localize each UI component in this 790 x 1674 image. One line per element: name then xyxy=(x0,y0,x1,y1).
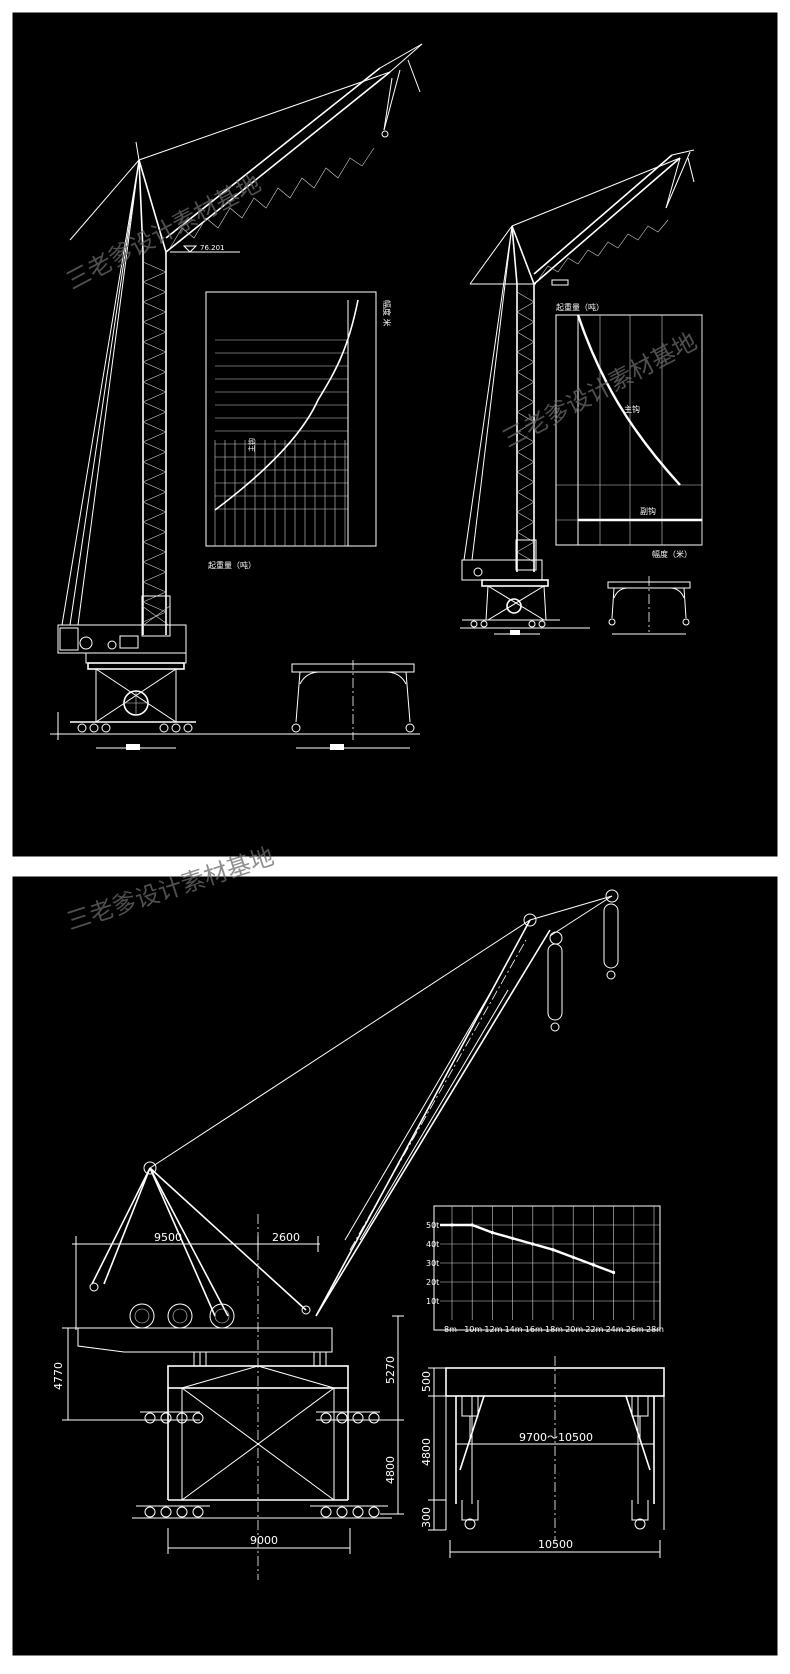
dimensions-front-view: 9500 2600 4770 5270 4800 9000 xyxy=(52,1231,404,1554)
portal-side-view-bottom: 9700～10500 500 4800 300 10500 xyxy=(420,1356,665,1558)
chart-data-point xyxy=(591,1263,596,1267)
chart-x-tick-label: 18m xyxy=(545,1325,563,1334)
portal-frame-front xyxy=(132,1214,392,1580)
top-panel-frame xyxy=(11,11,779,858)
chart-data-point xyxy=(510,1236,515,1240)
right-chart-ylabel: 起重量（吨） xyxy=(556,302,604,312)
dim-10500: 10500 xyxy=(538,1538,573,1551)
main-jib xyxy=(149,889,619,1317)
chart-y-tick-label: 40t xyxy=(426,1240,439,1249)
chart-x-tick-label: 22m xyxy=(585,1325,603,1334)
dim-9500: 9500 xyxy=(154,1231,182,1244)
chart-data-point xyxy=(551,1248,555,1252)
dim-4800-left: 4800 xyxy=(384,1456,397,1484)
right-chart-xlabel: 幅度（米） xyxy=(652,549,692,559)
left-chart-vertical-title: 幅度 米 xyxy=(382,300,392,327)
chart-data-point xyxy=(612,1270,616,1275)
counterweight-arms xyxy=(89,1161,311,1317)
chart-x-tick-label: 10m xyxy=(464,1325,482,1334)
chart-x-tick-label: 8m xyxy=(444,1325,457,1334)
chart-x-tick-label: 12m xyxy=(484,1325,502,1334)
chart-x-tick-label: 28m xyxy=(646,1325,664,1334)
chart-x-tick-label: 20m xyxy=(565,1325,583,1334)
chart-data-point xyxy=(450,1223,454,1227)
chart-data-point xyxy=(490,1231,494,1235)
chart-data-point xyxy=(531,1242,535,1246)
load-chart-right: 起重量（吨） 幅度（米） 主钩 副钩 xyxy=(555,302,703,559)
dim-300: 300 xyxy=(420,1507,433,1528)
top-panel: 76.201 xyxy=(11,11,779,858)
dim-500: 500 xyxy=(420,1371,433,1392)
chart-y-tick-label: 20t xyxy=(426,1278,439,1287)
right-chart-curve-label-main: 主钩 xyxy=(624,404,640,414)
left-chart-curve-label: 主钩 xyxy=(247,438,256,452)
bottom-panel-frame xyxy=(11,875,779,1657)
chart-x-tick-label: 24m xyxy=(606,1325,624,1334)
chart-series-line xyxy=(440,1223,615,1274)
load-chart-left: 主钩 幅度 米 起重量（吨） xyxy=(205,291,392,570)
left-chart-xlabel: 起重量（吨） xyxy=(208,560,256,570)
large-luffing-crane: 76.201 xyxy=(50,43,423,750)
portal-side-view-top-right xyxy=(607,576,691,635)
dim-9000: 9000 xyxy=(250,1534,278,1547)
right-chart-curve-label-aux: 副钩 xyxy=(640,506,656,516)
chart-frame xyxy=(433,1205,661,1331)
chart-data-point xyxy=(470,1223,474,1227)
bottom-panel: 9500 2600 4770 5270 4800 9000 50t 40t 30t 2… xyxy=(11,842,779,1657)
dim-4800-right: 4800 xyxy=(420,1438,433,1466)
chart-y-tick-label: 10t xyxy=(426,1297,439,1306)
chart-y-tick-label: 30t xyxy=(426,1259,439,1268)
dim-2600: 2600 xyxy=(272,1231,300,1244)
dim-gauge: 9700～10500 xyxy=(519,1431,593,1444)
small-luffing-crane xyxy=(460,149,695,635)
dim-4770: 4770 xyxy=(52,1362,65,1390)
chart-x-tick-label: 16m xyxy=(525,1325,543,1334)
chart-x-tick-label: 26m xyxy=(626,1325,644,1334)
elevation-label: 76.201 xyxy=(200,244,225,252)
chart-data-point xyxy=(571,1255,575,1259)
chart-y-ticks: 50t 40t 30t 20t 10t xyxy=(426,1221,439,1306)
portal-side-view-top xyxy=(291,660,415,750)
chart-y-tick-label: 50t xyxy=(426,1221,439,1230)
chart-x-tick-label: 14m xyxy=(505,1325,523,1334)
dim-5270: 5270 xyxy=(384,1356,397,1384)
chart-points xyxy=(450,1223,616,1275)
